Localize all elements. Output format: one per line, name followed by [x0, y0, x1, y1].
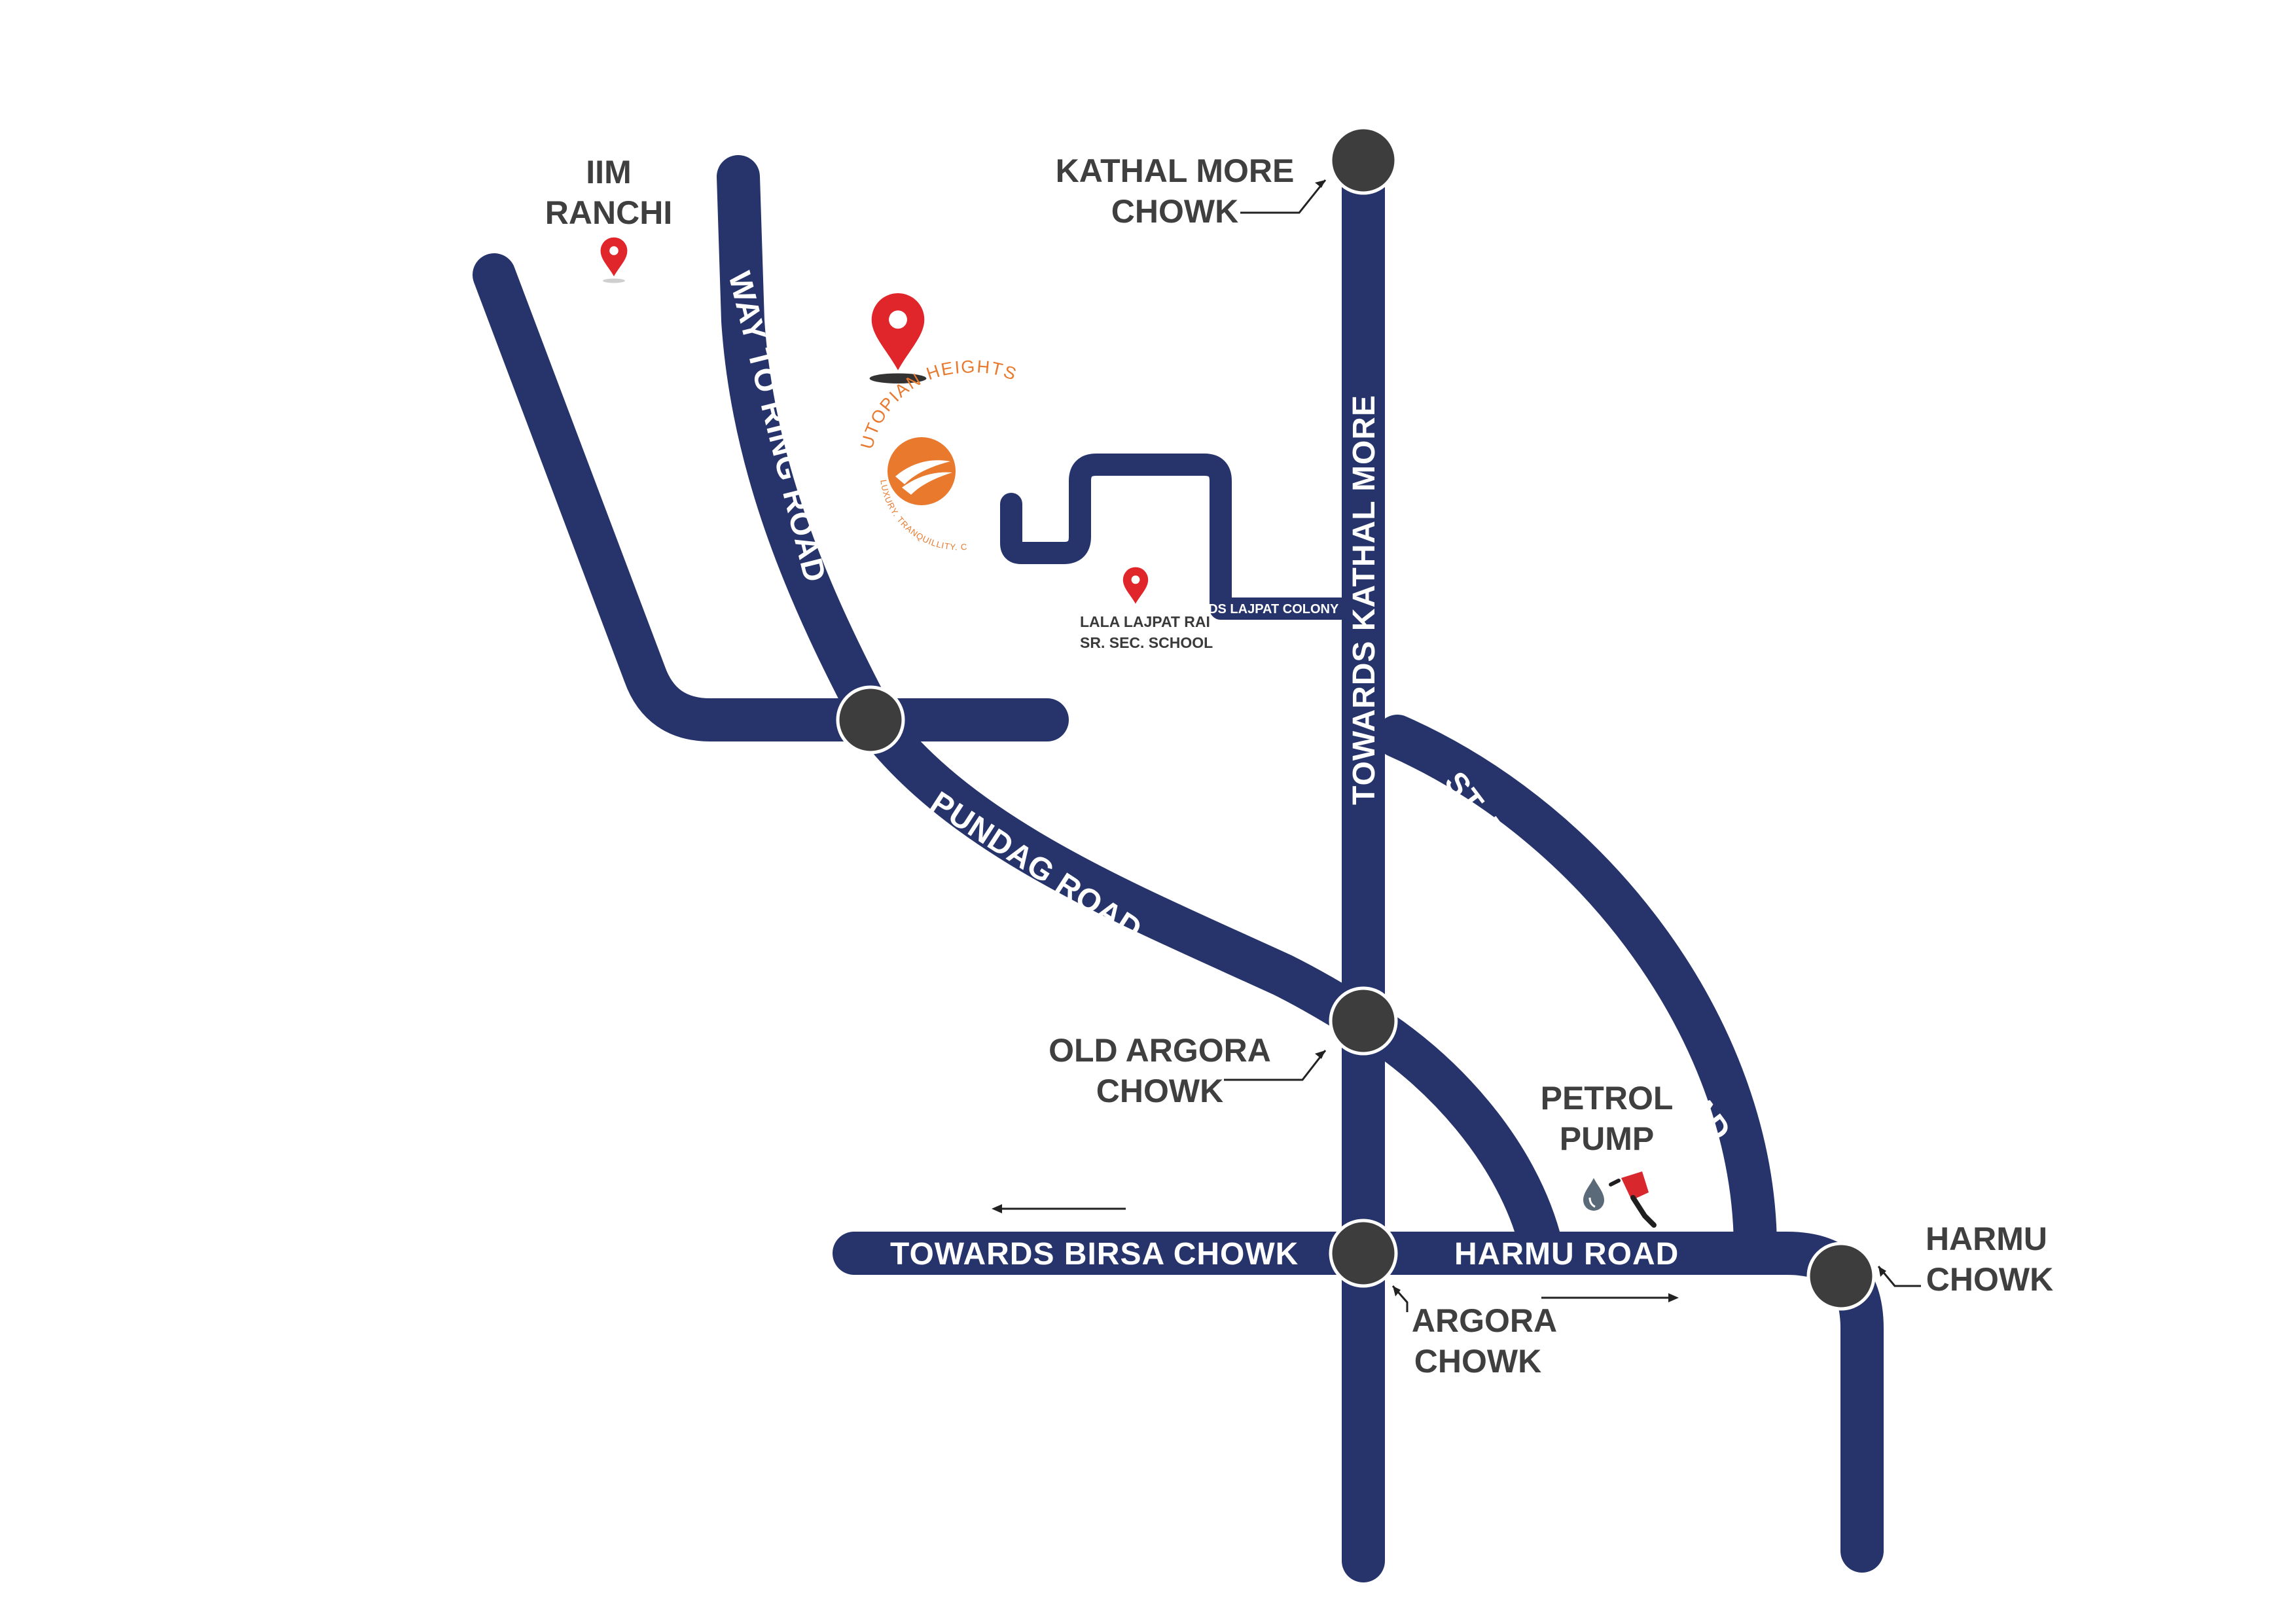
junction-ring-road	[836, 685, 905, 755]
label-petrol-line1: PETROL	[1541, 1080, 1674, 1116]
junction-old-argora	[1329, 986, 1398, 1056]
label-argora-line1: ARGORA	[1412, 1302, 1557, 1339]
label-kathal-more-line1: KATHAL MORE	[1056, 152, 1295, 189]
location-pin-icon	[871, 293, 925, 370]
pointer-arrows	[992, 179, 1921, 1312]
junction-harmu	[1806, 1241, 1876, 1311]
road-st-francis-school	[1376, 715, 1777, 1268]
iim-location-pin	[600, 237, 628, 283]
location-pin-icon	[600, 237, 628, 277]
logo-name: UTOPIAN HEIGHTS	[857, 357, 1020, 451]
junction-kathal-more	[1329, 126, 1398, 195]
school-location-pin	[1122, 567, 1149, 604]
arrowhead-icon	[1668, 1293, 1679, 1302]
location-pin-icon	[1122, 567, 1149, 604]
label-school-line2: SR. SEC. SCHOOL	[1080, 634, 1213, 651]
label-iim-line2: RANCHI	[545, 194, 672, 231]
arrowhead-icon	[1315, 180, 1325, 188]
label-old-argora-line1: OLD ARGORA	[1049, 1032, 1271, 1069]
label-petrol-line2: PUMP	[1560, 1120, 1654, 1157]
label-towards-birsa-chowk: TOWARDS BIRSA CHOWK	[890, 1237, 1299, 1272]
label-kathal-more-line2: CHOWK	[1111, 193, 1238, 230]
place-labels: IIM RANCHI KATHAL MORE CHOWK OLD ARGORA …	[545, 152, 2053, 1380]
pointer-kathal-more	[1240, 179, 1327, 214]
fuel-drop-icon	[1583, 1178, 1604, 1211]
label-harmu-line1: HARMU	[1926, 1221, 2047, 1257]
pointer-harmu	[1877, 1266, 1921, 1287]
label-towards-lajpat-colony: TOWARDS LAJPAT COLONY	[1160, 602, 1339, 616]
road-way-to-ring-road	[717, 155, 895, 741]
label-towards-kathal-more: TOWARDS KATHAL MORE	[1347, 395, 1382, 805]
label-argora-line2: CHOWK	[1414, 1343, 1541, 1380]
road-old-argora-to-harmu	[1342, 999, 1563, 1268]
road-network	[473, 135, 1884, 1582]
arrowhead-icon	[1393, 1286, 1401, 1296]
label-old-argora-line2: CHOWK	[1096, 1073, 1223, 1109]
label-pundag-road: PUNDAG ROAD	[924, 785, 1148, 948]
project-location-pin	[869, 293, 927, 383]
junctions	[836, 126, 1876, 1311]
wing-icon	[902, 472, 952, 495]
pointer-old-argora	[1224, 1050, 1327, 1081]
label-harmu-road: HARMU ROAD	[1454, 1237, 1679, 1272]
label-harmu-line2: CHOWK	[1926, 1261, 2053, 1298]
road-lajpat-colony	[1000, 454, 1374, 620]
label-school-line1: LALA LAJPAT RAI	[1080, 613, 1210, 630]
fuel-nozzle-icon	[1583, 1171, 1657, 1228]
arrowhead-icon	[1878, 1266, 1886, 1277]
road-pundag	[852, 698, 1385, 1043]
road-northwest	[473, 253, 1069, 741]
junction-argora	[1329, 1219, 1398, 1288]
arrowhead-icon	[992, 1204, 1002, 1213]
label-iim-line1: IIM	[586, 154, 631, 190]
wing-icon	[895, 460, 950, 484]
arrowhead-icon	[1315, 1050, 1325, 1059]
